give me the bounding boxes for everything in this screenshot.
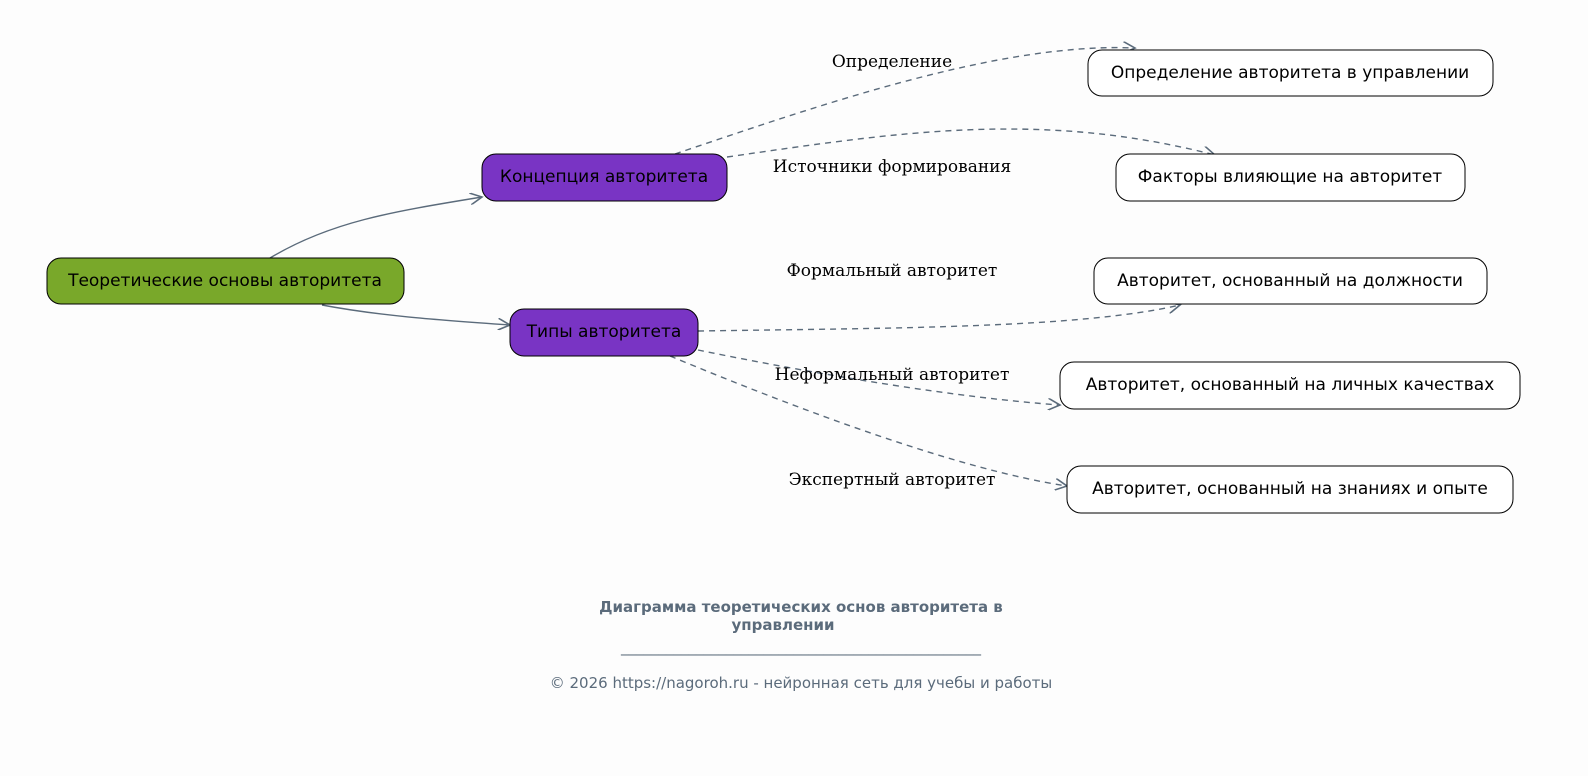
edge-label-expert: Экспертный авторитет	[789, 470, 996, 490]
edge-types-expert	[669, 355, 1067, 486]
diagram-title-line2: управлении	[731, 616, 834, 634]
node-factors[interactable]: Факторы влияющие на авторитет	[1115, 153, 1466, 202]
footer-copyright[interactable]: © 2026 https://nagoroh.ru - нейронная се…	[550, 674, 1053, 692]
edge-root-concept	[269, 197, 482, 259]
node-definition[interactable]: Определение авторитета в управлении	[1087, 49, 1494, 97]
node-informal[interactable]: Авторитет, основанный на личных качества…	[1059, 361, 1521, 410]
edge-label-sources: Источники формирования	[773, 157, 1011, 177]
node-factors-label: Факторы влияющие на авторитет	[1138, 167, 1443, 187]
node-formal[interactable]: Авторитет, основанный на должности	[1093, 257, 1488, 305]
edge-label-informal: Неформальный авторитет	[775, 365, 1010, 385]
edge-concept-factors	[726, 128, 1215, 157]
edge-label-definition: Определение	[832, 52, 952, 72]
node-expert[interactable]: Авторитет, основанный на знаниях и опыте	[1066, 465, 1514, 514]
node-concept[interactable]: Концепция авторитета	[481, 153, 728, 202]
edge-types-formal	[697, 305, 1180, 332]
node-types-label: Типы авторитета	[526, 322, 682, 342]
edge-label-formal: Формальный авторитет	[787, 261, 998, 281]
node-formal-label: Авторитет, основанный на должности	[1117, 271, 1463, 291]
node-expert-label: Авторитет, основанный на знаниях и опыте	[1092, 479, 1488, 499]
edge-root-types	[321, 304, 510, 325]
node-root-label: Теоретические основы авторитета	[67, 271, 382, 291]
footer-divider: ________________________________________…	[620, 638, 982, 657]
edge-types-informal	[697, 349, 1060, 405]
node-informal-label: Авторитет, основанный на личных качества…	[1086, 375, 1495, 395]
node-concept-label: Концепция авторитета	[500, 167, 708, 187]
node-definition-label: Определение авторитета в управлении	[1111, 63, 1469, 83]
diagram-title-line1: Диаграмма теоретических основ авторитета…	[599, 598, 1003, 616]
node-root[interactable]: Теоретические основы авторитета	[46, 257, 405, 305]
node-types[interactable]: Типы авторитета	[509, 308, 699, 357]
edge-concept-definition	[674, 48, 1135, 155]
